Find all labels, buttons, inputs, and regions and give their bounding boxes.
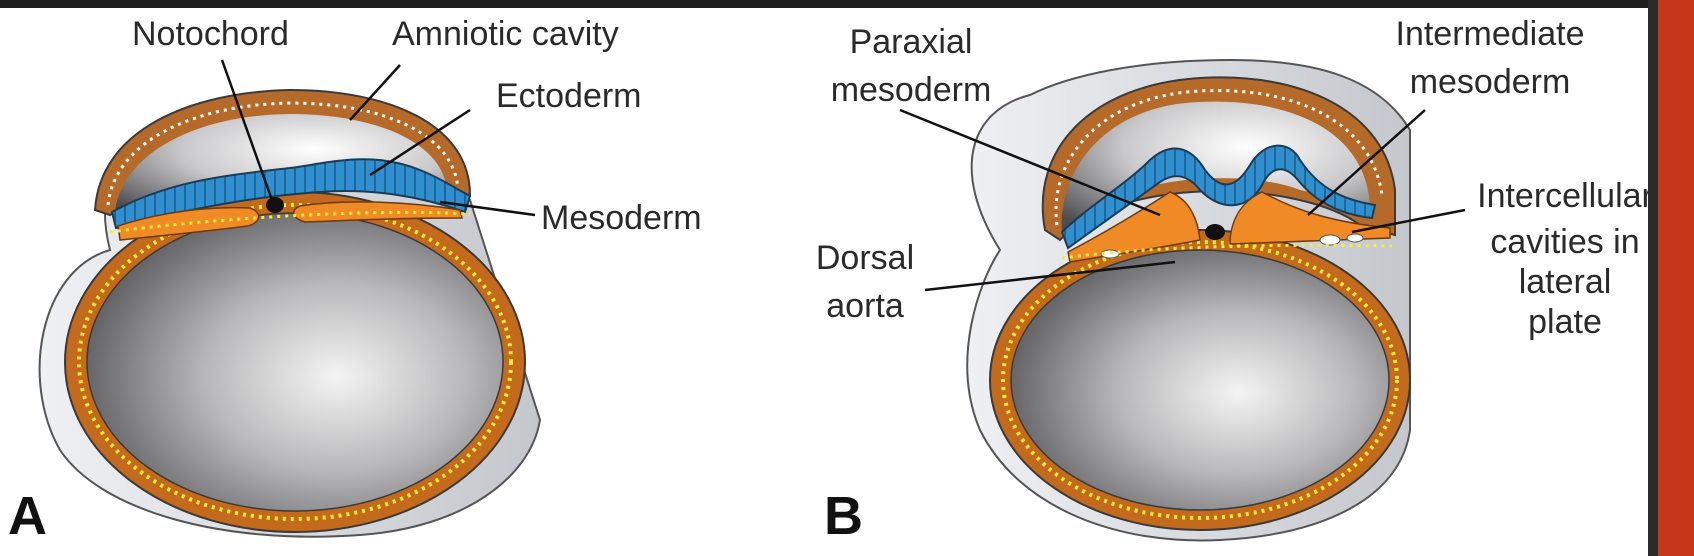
panel-a-letter: A: [8, 486, 47, 546]
label-amniotic-cavity: Amniotic cavity: [392, 15, 619, 53]
panel-b-diagram: [899, 58, 1466, 542]
notochord-a: [266, 197, 284, 213]
label-dorsal-line1: Dorsal: [815, 239, 915, 277]
label-intercellular-line3: lateral: [1518, 263, 1612, 301]
intermediate-mesoderm-b: [1229, 191, 1391, 245]
label-mesoderm: Mesoderm: [541, 199, 702, 237]
panel-a-diagram: [38, 59, 542, 538]
label-intermediate-line2: mesoderm: [1409, 63, 1571, 101]
panel-b-letter: B: [824, 486, 863, 546]
label-intercellular-line4: plate: [1528, 303, 1602, 341]
right-border-accent: [1658, 0, 1694, 556]
right-border-dark: [1648, 0, 1658, 556]
mesoderm-right-a: [293, 201, 463, 223]
top-border: [0, 0, 1694, 8]
label-notochord: Notochord: [132, 15, 289, 53]
label-intercellular-line1: Intercellular: [1477, 177, 1653, 215]
ectoderm-a: [110, 158, 472, 230]
label-dorsal-line2: aorta: [826, 287, 904, 325]
label-intercellular-line2: cavities in: [1490, 223, 1640, 261]
label-paraxial-line2: mesoderm: [830, 71, 992, 109]
ectoderm-b: [1060, 144, 1377, 250]
label-ectoderm: Ectoderm: [496, 77, 642, 115]
label-intermediate-line1: Intermediate: [1395, 15, 1585, 53]
label-paraxial-line1: Paraxial: [849, 23, 973, 61]
notochord-b: [1205, 224, 1225, 240]
mesoderm-left-a: [117, 206, 260, 241]
